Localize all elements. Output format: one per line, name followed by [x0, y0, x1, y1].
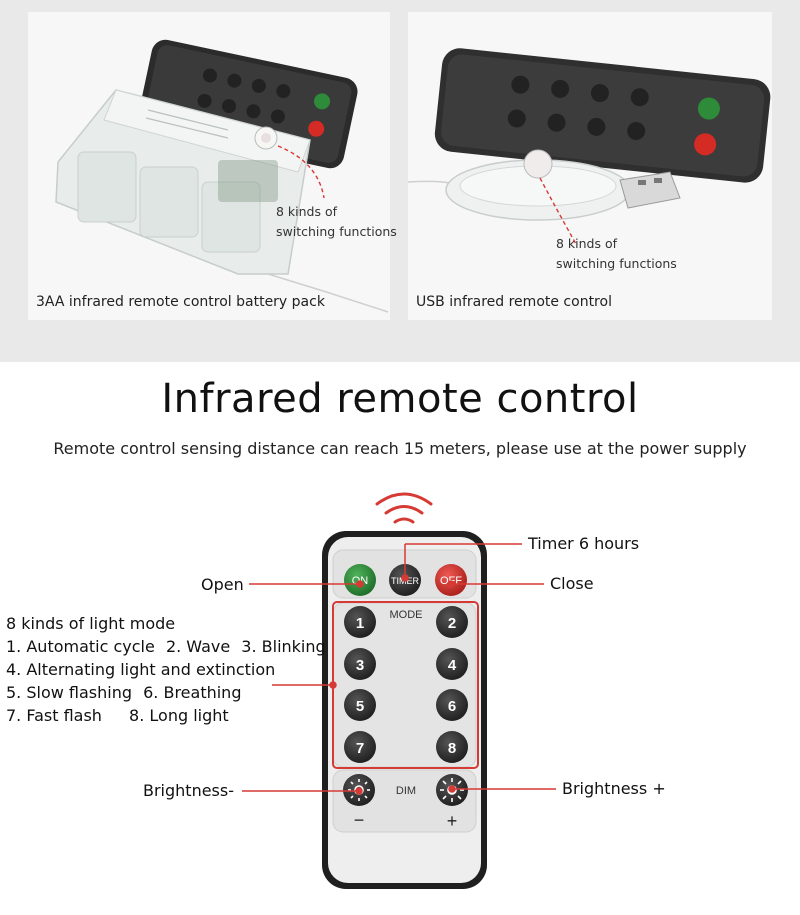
callout-lines: [242, 543, 556, 795]
usb-receiver-photo: 8 kinds of switching functions USB infra…: [407, 12, 772, 320]
usb-receiver-caption: USB infrared remote control: [416, 294, 612, 310]
mode-button-number: 4: [448, 657, 457, 674]
light-mode-item: 2. Wave: [165, 637, 231, 656]
usb-receiver-note: 8 kinds of switching functions: [556, 234, 677, 274]
battery-pack-photo: 8 kinds of switching functions 3AA infra…: [28, 12, 397, 320]
light-mode-row: 7. Fast flash 8. Long light: [6, 704, 326, 727]
light-mode-heading: 8 kinds of light mode: [6, 614, 176, 633]
mode-button-number: 2: [448, 615, 456, 632]
light-mode-item: 3. Blinking: [241, 637, 326, 656]
brightness-plus-callout: Brightness +: [562, 779, 666, 798]
light-mode-item: 5. Slow flashing: [6, 683, 133, 702]
mode-button-6[interactable]: 6: [436, 689, 468, 721]
light-mode-item: 4. Alternating light and extinction: [6, 660, 276, 679]
page-subtitle: Remote control sensing distance can reac…: [53, 439, 747, 458]
mode-button-4[interactable]: 4: [436, 648, 468, 680]
minus-sign: −: [354, 810, 365, 830]
mode-button-number: 3: [356, 657, 364, 674]
battery-pack-caption: 3AA infrared remote control battery pack: [36, 294, 325, 310]
light-mode-item: 6. Breathing: [143, 683, 242, 702]
mode-button-5[interactable]: 5: [344, 689, 376, 721]
note-line: switching functions: [276, 224, 397, 239]
mode-button-number: 7: [356, 740, 364, 757]
light-mode-list: 8 kinds of light mode 1. Automatic cycle…: [6, 612, 326, 727]
open-callout: Open: [201, 575, 244, 594]
light-mode-row: 1. Automatic cycle 2. Wave 3. Blinking: [6, 635, 326, 658]
battery-pack-note: 8 kinds of switching functions: [276, 202, 397, 242]
mode-button-7[interactable]: 7: [344, 731, 376, 763]
light-mode-item: 8. Long light: [129, 706, 229, 725]
mode-button-8[interactable]: 8: [436, 731, 468, 763]
page-title: Infrared remote control: [161, 376, 639, 422]
mode-button-1[interactable]: 1: [344, 606, 376, 638]
usb-receiver-illustration: [407, 48, 771, 245]
plus-sign: +: [447, 811, 458, 831]
mode-button-number: 6: [448, 698, 456, 715]
close-callout: Close: [550, 574, 594, 593]
mode-button-number: 1: [356, 615, 364, 632]
product-photo-band: 8 kinds of switching functions 3AA infra…: [0, 0, 800, 362]
signal-waves-icon: [375, 492, 433, 524]
mode-button-number: 8: [448, 740, 456, 757]
note-line: switching functions: [556, 256, 677, 271]
mode-button-number: 5: [356, 698, 364, 715]
battery-pack-illustration: [55, 39, 389, 313]
on-button[interactable]: ON: [344, 564, 376, 596]
light-mode-item: 7. Fast flash: [6, 706, 102, 725]
dim-label: DIM: [396, 785, 416, 797]
remote-control-illustration: ON TIMER OFF MODE 1 2 3 4 5 6 7 8: [242, 492, 556, 889]
note-line: 8 kinds of: [556, 236, 618, 251]
timer-callout: Timer 6 hours: [528, 534, 640, 553]
sun-dim-icon: [348, 779, 370, 801]
light-mode-item: 1. Automatic cycle: [6, 637, 155, 656]
mode-button-3[interactable]: 3: [344, 648, 376, 680]
light-mode-row: 5. Slow flashing 6. Breathing: [6, 681, 326, 704]
mode-label: MODE: [390, 609, 423, 621]
mode-button-2[interactable]: 2: [436, 606, 468, 638]
brightness-minus-callout: Brightness-: [143, 781, 234, 800]
note-line: 8 kinds of: [276, 204, 338, 219]
remote-diagram: ON TIMER OFF MODE 1 2 3 4 5 6 7 8: [0, 480, 800, 915]
off-button[interactable]: OFF: [435, 564, 467, 596]
